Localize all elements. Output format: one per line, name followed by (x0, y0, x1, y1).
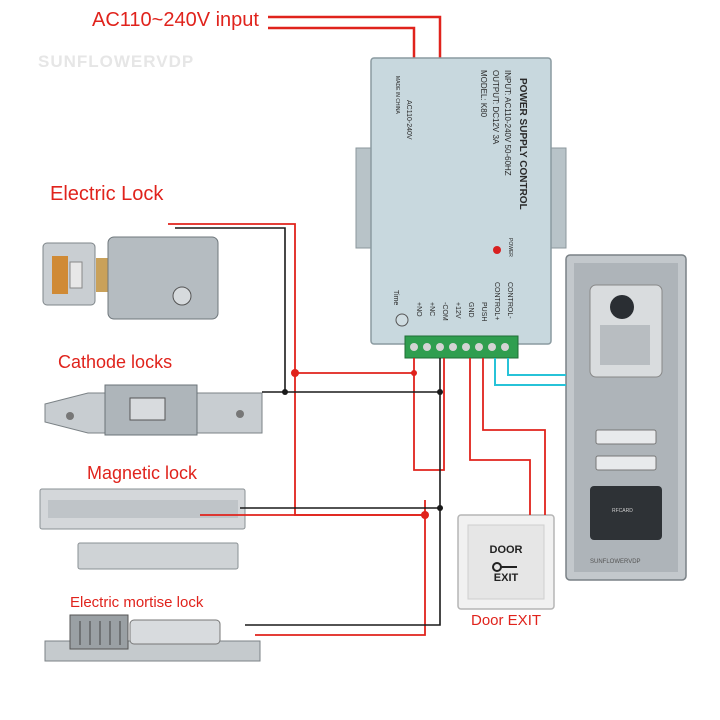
terminal-label: +12V (454, 302, 461, 319)
terminal-label: +NO (415, 302, 422, 317)
magnetic-lock-image (39, 488, 246, 570)
electric-lock-label: Electric Lock (50, 183, 164, 205)
junction-dots-black (282, 389, 443, 511)
ps-time-label: Time (392, 290, 399, 305)
ps-title: POWER SUPPLY CONTROL (517, 78, 528, 210)
ps-made-in: MADE IN CHINA (394, 76, 400, 114)
terminal-label: -COM (441, 302, 448, 321)
cyan-wires (494, 358, 566, 386)
cathode-locks-label: Cathode locks (58, 352, 173, 372)
cathode-lock-image (44, 384, 263, 436)
terminal-label: CONTROL+ (493, 282, 500, 320)
door-exit-button-image: DOOR EXIT (457, 514, 555, 610)
ps-power-label: POWER (507, 238, 513, 257)
exit-line1: DOOR (490, 544, 523, 556)
terminal-label: CONTROL- (506, 282, 513, 319)
rfcard-label: RFCARD (612, 508, 633, 514)
electric-mortise-lock-label: Electric mortise lock (70, 594, 204, 611)
terminal-label: +NC (428, 302, 435, 316)
electric-lock-image (42, 236, 219, 320)
door-exit-label: Door EXIT (471, 612, 542, 629)
terminal-label: GND (467, 302, 474, 318)
magnetic-lock-label: Magnetic lock (87, 463, 198, 483)
exit-line2: EXIT (494, 572, 519, 584)
outdoor-panel-image: RFCARD SUNFLOWERVDP (565, 254, 687, 581)
ac-input-wires (268, 15, 442, 68)
power-supply-box: POWER SUPPLY CONTROL INPUT: AC110-240V 5… (355, 57, 567, 359)
panel-brand: SUNFLOWERVDP (590, 559, 641, 565)
terminal-labels: +NO +NC -COM +12V GND PUSH CONTROL+ CONT… (415, 282, 513, 321)
junction-dots (291, 369, 429, 519)
ps-output: OUTPUT: DC12V 3A (491, 70, 500, 145)
power-led (493, 246, 501, 254)
terminal-label: PUSH (480, 302, 487, 321)
mortise-lock-image (44, 614, 261, 662)
time-knob (395, 313, 409, 327)
ps-voltage: AC110-240V (405, 100, 412, 140)
terminal-screws (410, 343, 509, 351)
ac-input-label: AC110~240V input (92, 9, 259, 31)
watermark: SUNFLOWERVDP (38, 52, 195, 71)
ps-input: INPUT: AC110-240V 50-60HZ (503, 70, 512, 176)
ps-model: MODEL: K80 (479, 70, 488, 118)
